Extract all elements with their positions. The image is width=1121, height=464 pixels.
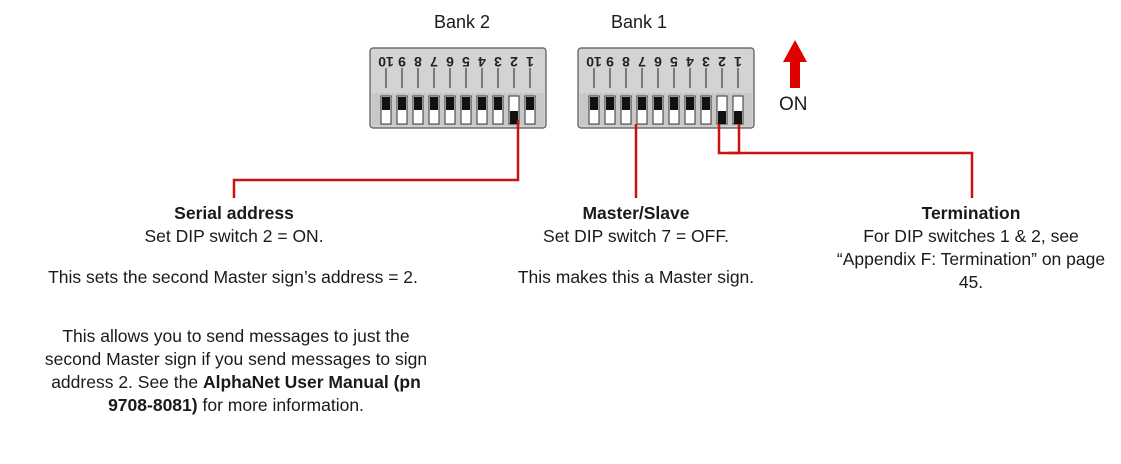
bank-2-switch-actuator <box>526 97 534 110</box>
serial-address-setting: Set DIP switch 2 = ON. <box>144 226 324 246</box>
serial-address-note-manual-ref: AlphaNet User Manual (pn 9708-8081) <box>108 372 421 415</box>
bank-2-switch-number: 7 <box>430 54 438 70</box>
master-slave-setting: Set DIP switch 7 = OFF. <box>543 226 729 246</box>
bank-1-switch-actuator <box>654 97 662 110</box>
master-slave-effect: This makes this a Master sign. <box>517 267 755 287</box>
bank-2-switch-number: 6 <box>446 54 454 70</box>
bank-2-switch-actuator <box>398 97 406 110</box>
bank-1-switch-actuator <box>670 97 678 110</box>
callout-lines <box>232 120 974 198</box>
bank-2-title: Bank 2 <box>433 12 491 32</box>
bank-2-switch-number: 3 <box>494 54 502 70</box>
serial-address-callout-line <box>232 120 520 198</box>
bank-2-switch-actuator <box>462 97 470 110</box>
master-slave-callout: Master/Slave Set DIP switch 7 = OFF. <box>486 202 786 248</box>
bank-1-switch-actuator <box>622 97 630 110</box>
bank-1-switch-number: 3 <box>702 54 710 70</box>
bank-1-switch-number: 6 <box>654 54 662 70</box>
bank-2-switch-number: 8 <box>414 54 422 70</box>
serial-address-note: This allows you to send messages to just… <box>40 325 432 417</box>
termination-body: For DIP switches 1 & 2, see “Appendix F:… <box>836 226 1106 292</box>
bank-1-switch-number: 8 <box>622 54 630 70</box>
bank-2-switch-actuator <box>478 97 486 110</box>
bank-1-switch-actuator <box>606 97 614 110</box>
bank-2-switch-number: 1 <box>526 54 534 70</box>
bank-2-switch-number: 5 <box>462 54 470 70</box>
bank-1-switch-actuator <box>734 111 742 124</box>
on-label: ON <box>779 94 808 115</box>
termination-callout-line-2 <box>729 151 974 198</box>
bank-1-switch-actuator <box>718 111 726 124</box>
bank-1-switch-number: 2 <box>718 54 726 70</box>
bank-1-switch-number: 4 <box>686 54 694 70</box>
bank-2-switch-actuator <box>430 97 438 110</box>
bank-1-switch-actuator <box>638 97 646 110</box>
termination-callout: Termination For DIP switches 1 & 2, see … <box>826 202 1116 294</box>
on-arrow-icon <box>783 40 807 88</box>
bank-1-switch-actuator <box>702 97 710 110</box>
master-slave-title: Master/Slave <box>582 203 690 223</box>
bank-1-title: Bank 1 <box>610 12 668 32</box>
bank-1-switch-number: 10 <box>586 54 602 70</box>
bank-1-switch-number: 5 <box>670 54 678 70</box>
serial-address-effect: This sets the second Master sign’s addre… <box>48 267 418 287</box>
termination-title: Termination <box>921 203 1021 223</box>
bank-2-switch-number: 4 <box>478 54 486 70</box>
bank-1-switch-number: 1 <box>734 54 742 70</box>
serial-address-callout: Serial address Set DIP switch 2 = ON. <box>84 202 384 248</box>
bank-2-switch-actuator <box>494 97 502 110</box>
bank-2-switch-actuator <box>446 97 454 110</box>
serial-address-title: Serial address <box>174 203 294 223</box>
bank-1-switch-actuator <box>686 97 694 110</box>
serial-address-note-text-1: This allows you to send messages to just… <box>44 326 428 392</box>
bank-2-switch-actuator <box>510 111 518 124</box>
bank-1-switch-actuator <box>590 97 598 110</box>
bank-2-switch-actuator <box>382 97 390 110</box>
bank-2-switch-number: 9 <box>398 54 406 70</box>
serial-address-note-text-2: for more information. <box>197 395 364 415</box>
bank-2-switch-number: 10 <box>378 54 394 70</box>
bank-1-switch-number: 9 <box>606 54 614 70</box>
bank-1-switch-number: 7 <box>638 54 646 70</box>
bank-2-switch-actuator <box>414 97 422 110</box>
bank-2-switch-number: 2 <box>510 54 518 70</box>
